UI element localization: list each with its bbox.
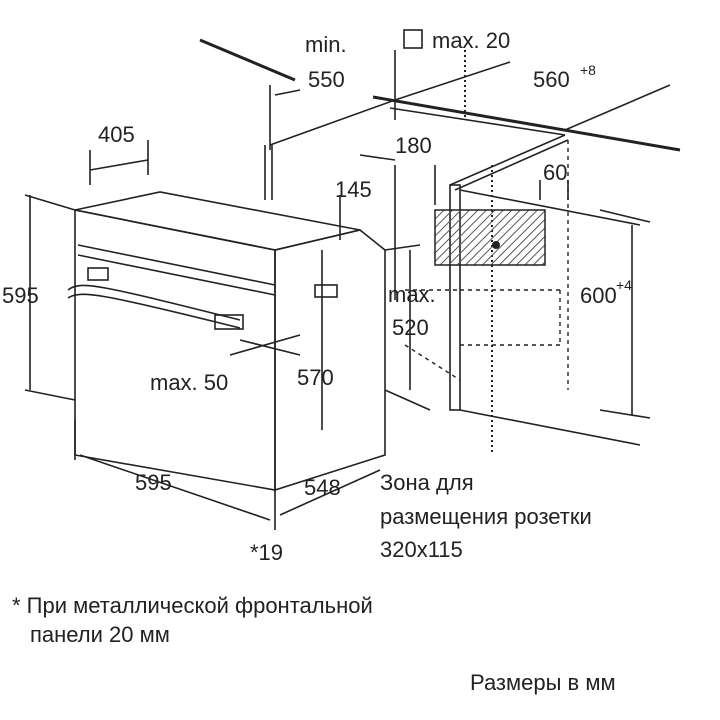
dim-height-left: 595 <box>2 283 39 308</box>
oven <box>67 191 386 492</box>
dim-548: 548 <box>304 475 341 500</box>
dim-width-bottom: 595 <box>135 470 172 495</box>
footnote-line-1: * При металлической фронтальной <box>12 593 373 618</box>
dim-145: 145 <box>335 177 372 202</box>
footnote-line-2: панели 20 мм <box>30 622 170 647</box>
dim-19: *19 <box>250 540 283 565</box>
dim-min-value: 550 <box>308 67 345 92</box>
dim-niche-width-tolerance: +8 <box>580 62 596 78</box>
dim-max-520-label: max. <box>388 282 436 307</box>
dim-180: 180 <box>395 133 432 158</box>
socket-zone-line-2: размещения розетки <box>380 504 592 529</box>
dim-max-20: max. 20 <box>432 28 510 53</box>
countertop <box>199 38 681 152</box>
dim-570: 570 <box>297 365 334 390</box>
dim-405: 405 <box>98 122 135 147</box>
dim-niche-height-tolerance: +4 <box>616 277 632 293</box>
dim-niche-width: 560 <box>533 67 570 92</box>
dim-min-label: min. <box>305 32 347 57</box>
socket-zone-hatch <box>434 209 546 266</box>
dim-niche-height: 600 <box>580 283 617 308</box>
dimension-lines <box>24 29 651 530</box>
socket-zone-line-1: Зона для <box>380 470 474 495</box>
dim-max-50: max. 50 <box>150 370 228 395</box>
dim-max-520-value: 520 <box>392 315 429 340</box>
units-note: Размеры в мм <box>470 670 616 695</box>
socket-zone-line-3: 320x115 <box>380 537 463 562</box>
dim-60: 60 <box>543 160 567 185</box>
